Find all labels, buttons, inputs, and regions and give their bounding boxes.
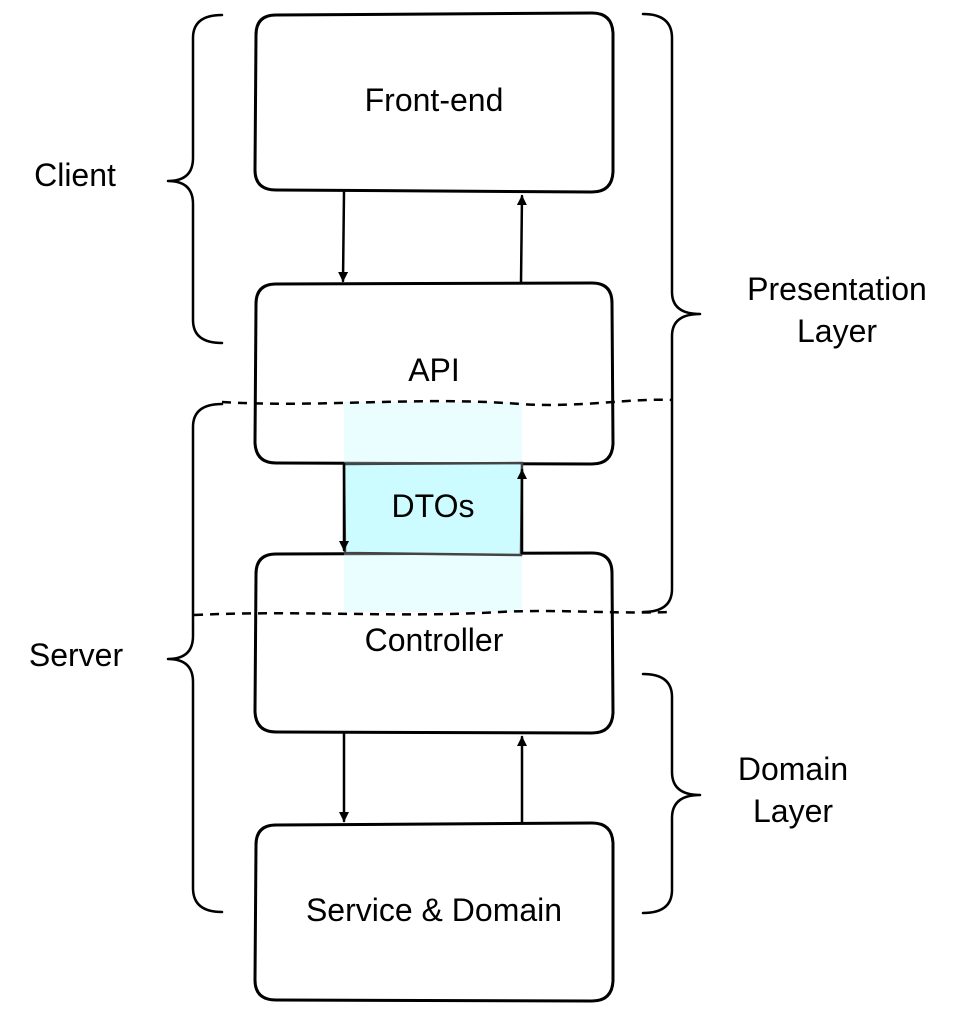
dtos-label: DTOs (392, 488, 475, 524)
service-domain-label: Service & Domain (306, 892, 562, 928)
domain-layer-label-line2: Layer (753, 793, 833, 829)
service-domain-box (253, 821, 615, 1003)
frontend-box (253, 11, 615, 194)
dtos-component: DTOs (342, 461, 524, 557)
frontend-component: Front-end (253, 11, 615, 194)
client-label: Client (34, 157, 116, 193)
frontend-label: Front-end (365, 82, 504, 118)
presentation-layer-label-line2: Layer (797, 313, 877, 349)
api-label: API (408, 352, 460, 388)
presentation-top-divider (221, 398, 673, 407)
frontend-to-api-arrow (338, 190, 349, 283)
api-box (253, 281, 615, 466)
domain-layer-label-line1: Domain (738, 751, 848, 787)
controller-label: Controller (365, 622, 504, 658)
controller-box (253, 551, 615, 735)
dtos-highlight-overlay-top (344, 402, 522, 464)
presentation-bottom-divider (193, 609, 673, 617)
server-label: Server (29, 637, 124, 673)
presentation-layer-label-line1: Presentation (747, 271, 927, 307)
api-to-frontend-arrow (516, 194, 527, 285)
controller-component: Controller (253, 551, 615, 735)
presentation-layer-brace (641, 12, 702, 614)
domain-layer-brace (641, 672, 702, 915)
dtos-highlight-overlay-bottom (344, 554, 522, 612)
server-brace (166, 402, 224, 914)
service-domain-component: Service & Domain (253, 821, 615, 1003)
client-brace (166, 13, 224, 345)
api-component: API (253, 281, 615, 466)
